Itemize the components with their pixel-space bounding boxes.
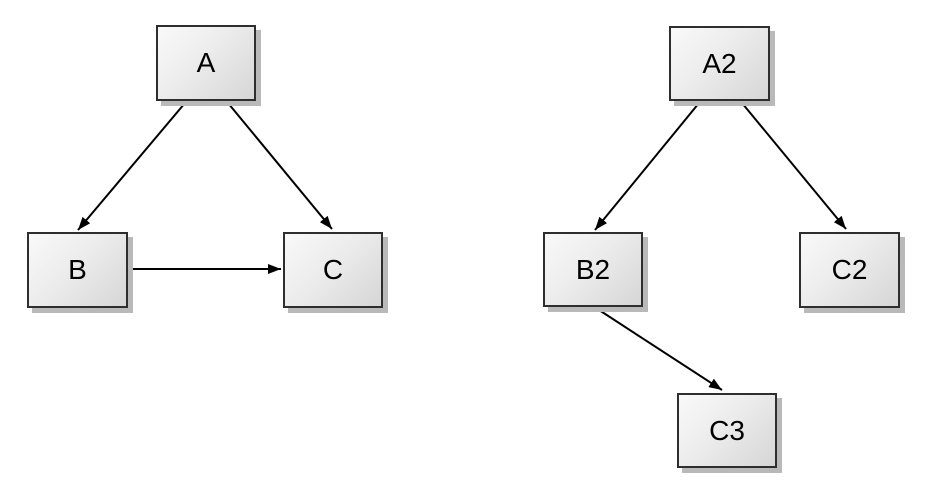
node-label: C3 <box>709 414 745 446</box>
node-C3[interactable]: C3 <box>677 393 777 468</box>
node-label: C2 <box>831 254 868 285</box>
node-label: B <box>68 254 87 285</box>
edge-A-C[interactable] <box>227 102 333 230</box>
edge-A2-C2[interactable] <box>741 102 847 230</box>
node-A2[interactable]: A2 <box>669 26 770 101</box>
node-B2[interactable]: B2 <box>543 232 643 307</box>
node-label: B2 <box>575 253 611 285</box>
edge-B2-C3[interactable] <box>595 307 723 391</box>
node-C[interactable]: C <box>283 232 383 308</box>
node-B[interactable]: B <box>27 232 128 308</box>
node-label: A2 <box>702 47 737 79</box>
node-A[interactable]: A <box>156 25 256 101</box>
node-C2[interactable]: C2 <box>799 232 900 308</box>
node-label: C <box>322 254 344 285</box>
node-label: A <box>196 47 216 78</box>
edge-A2-B2[interactable] <box>594 102 700 231</box>
edge-A-B[interactable] <box>77 102 186 231</box>
